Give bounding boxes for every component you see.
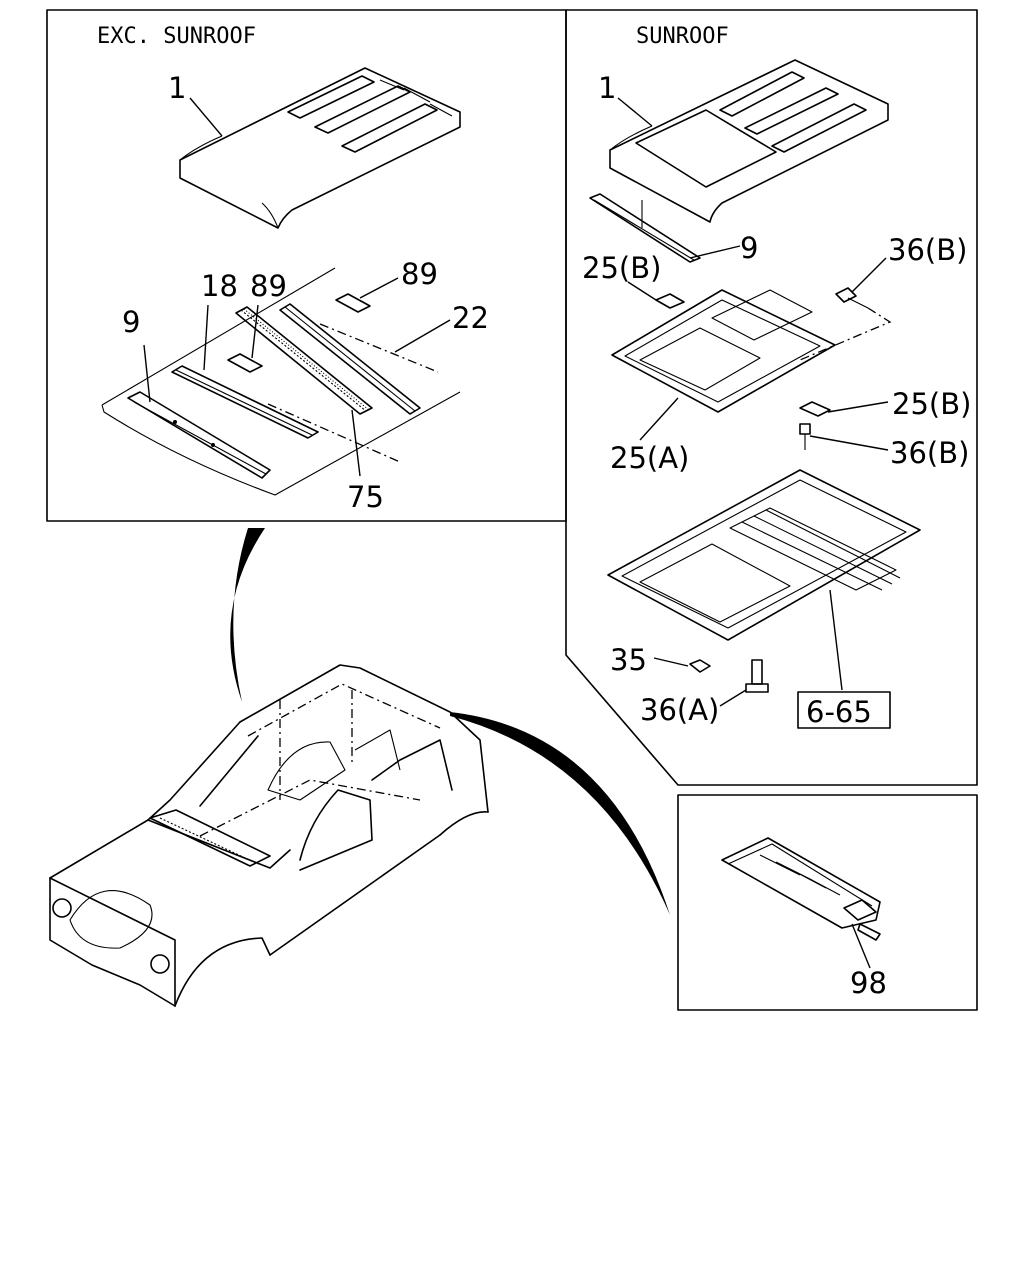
ref-box-label: 6-65 [806, 695, 872, 729]
detail-98-panel [677, 794, 978, 1011]
exc-sunroof-title: EXC. SUNROOF [97, 24, 256, 49]
vehicle-body-drawing [49, 664, 489, 1007]
sunroof-panel [565, 9, 978, 786]
sunroof-bolt-36b-top-callout: 36(B) [888, 233, 967, 267]
sunroof-bracket-25b-right-callout: 25(B) [892, 387, 971, 421]
sunroof-bolt-36a-callout: 36(A) [640, 693, 719, 727]
sunroof-bolt-36b-mid-callout: 36(B) [890, 436, 969, 470]
part-98-callout: 98 [850, 966, 887, 1000]
exc-clip-89-b-callout: 89 [401, 257, 438, 291]
part-98-drawing [721, 837, 881, 941]
sunroof-bracket-25b-left-callout: 25(B) [582, 251, 661, 285]
sunroof-roof-callout: 1 [598, 71, 616, 105]
exc-clip-89-a-callout: 89 [250, 269, 287, 303]
sunroof-tray-drawing [607, 469, 921, 693]
sunroof-header-rail-callout: 9 [740, 231, 758, 265]
sunroof-header-rail-drawing [589, 193, 701, 263]
exc-bow-18-callout: 18 [201, 269, 238, 303]
sunroof-frame-25a-callout: 25(A) [610, 441, 689, 475]
right-pointer-arc [450, 712, 670, 915]
exc-bow-22-callout: 22 [452, 301, 489, 335]
exc-sunroof-panel [46, 9, 567, 522]
exc-roof-callout: 1 [168, 71, 186, 105]
sunroof-frame-25a-drawing [611, 289, 836, 413]
exc-roof-frame-drawing [101, 267, 461, 496]
exc-bow-75-callout: 75 [347, 480, 384, 514]
sunroof-brackets-drawing [655, 287, 892, 450]
left-pointer-arc [230, 528, 265, 702]
sunroof-roof-panel-drawing [609, 59, 889, 223]
sunroof-nut-35-callout: 35 [610, 643, 647, 677]
exc-header-rail-callout: 9 [122, 305, 140, 339]
exc-roof-panel-drawing [179, 67, 461, 229]
sunroof-title: SUNROOF [636, 24, 729, 49]
ref-box [797, 691, 891, 729]
